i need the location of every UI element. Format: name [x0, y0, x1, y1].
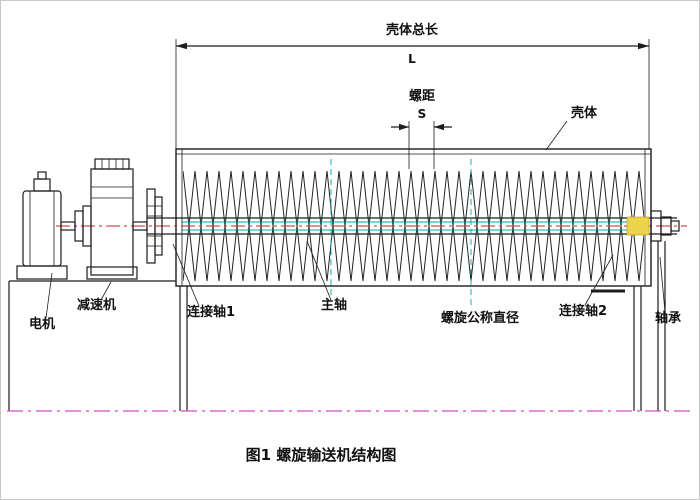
shaft-centerline-cyan: [181, 221, 645, 231]
bearing-label: 轴承: [655, 310, 681, 326]
figure-caption: 图1 螺旋输送机结构图: [246, 446, 397, 464]
dimension-pitch: 螺距 S: [391, 88, 452, 169]
bearing-drawing: [626, 210, 680, 242]
pitch-symbol: S: [418, 107, 427, 121]
total-length-symbol: L: [408, 52, 416, 66]
coupling1-label: 连接轴1: [187, 304, 235, 320]
label-reducer: 减速机: [77, 281, 116, 313]
main-shaft-label: 主轴: [321, 297, 347, 313]
motor-label: 电机: [29, 316, 55, 332]
label-motor: 电机: [29, 272, 55, 332]
reference-lines-cyan: [330, 159, 472, 306]
dimension-total-length: 壳体总长 L: [175, 22, 650, 149]
main-shaft-lines: [147, 217, 677, 235]
pitch-label: 螺距: [409, 88, 435, 104]
reducer-label: 减速机: [77, 297, 116, 313]
label-shell: 壳体: [545, 105, 598, 151]
coupling1-drawing: [146, 188, 163, 264]
label-coupling1: 连接轴1: [172, 243, 235, 320]
support-legs: [8, 241, 666, 411]
label-main-shaft: 主轴: [306, 240, 347, 313]
label-bearing: 轴承: [655, 256, 681, 326]
total-length-label: 壳体总长: [385, 22, 439, 38]
coupling2-highlight: [626, 216, 650, 236]
coupling2-label: 连接轴2: [559, 303, 607, 319]
nominal-diameter-label: 螺旋公称直径: [441, 310, 519, 326]
motor-drawing: [16, 171, 76, 280]
shell-label: 壳体: [570, 105, 598, 121]
label-coupling2: 连接轴2: [559, 254, 625, 319]
label-nominal-diameter: 螺旋公称直径: [441, 310, 519, 326]
reducer-drawing: [74, 158, 148, 280]
